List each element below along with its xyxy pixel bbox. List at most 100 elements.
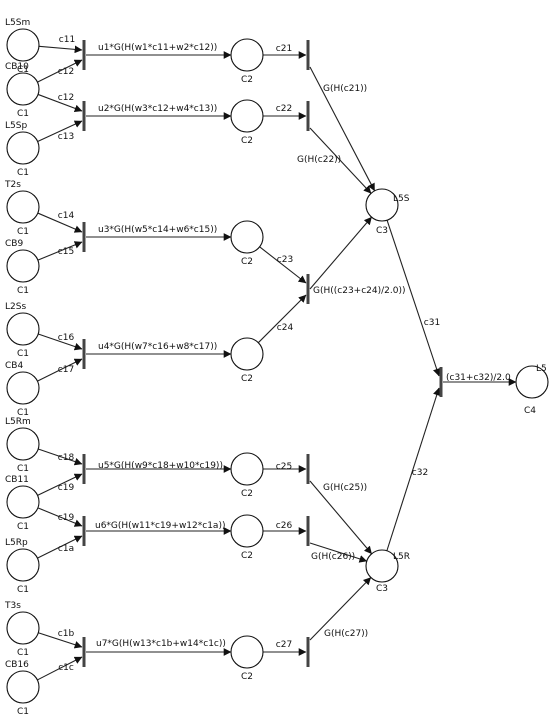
place-class-label: C1 — [17, 227, 29, 237]
place-name-label: L5Sm — [5, 18, 30, 28]
place-class-label: C1 — [17, 286, 29, 296]
place-l5sp — [6, 131, 40, 165]
place-class-label: C1 — [17, 464, 29, 474]
transition-label-t1: u1*G(H(w1*c11+w2*c12)) — [98, 43, 217, 53]
place-t2s — [6, 190, 40, 224]
place-cb11 — [6, 485, 40, 519]
transition-label-t6: u6*G(H(w11*c19+w12*c1a)) — [95, 521, 225, 531]
arc-label: c1b — [58, 629, 75, 639]
place-name-label: CB9 — [5, 239, 23, 249]
arc-label: c32 — [412, 468, 428, 478]
place-class-label: C3 — [376, 226, 388, 236]
arc-c18 — [38, 448, 83, 466]
arc-label: c11 — [59, 35, 75, 45]
arc-c1b — [38, 632, 83, 649]
transition-label-t5: u5*G(H(w9*c18+w10*c19)) — [98, 461, 223, 471]
place-m7 — [230, 635, 264, 669]
place-m4 — [230, 337, 264, 371]
arc-c24 — [257, 294, 307, 344]
places-layer — [6, 28, 549, 704]
place-name-label: L2Ss — [5, 302, 26, 312]
arc-s7-to-l5r — [309, 577, 372, 641]
arc-c12a — [37, 59, 83, 83]
arc-label: c19 — [58, 483, 75, 493]
transition-label-s2: G(H(c22)) — [297, 155, 341, 165]
place-class-label: C1 — [17, 648, 29, 658]
place-name-label: CB16 — [5, 660, 29, 670]
place-cb16 — [6, 670, 40, 704]
transitions-layer — [82, 40, 443, 667]
place-name-label: L5R — [393, 552, 410, 562]
place-class-label: C2 — [241, 257, 253, 267]
place-class-label: C2 — [241, 551, 253, 561]
place-l5s — [365, 188, 399, 222]
arc-label: c23 — [277, 255, 293, 265]
arc-label: c15 — [58, 247, 74, 257]
place-name-label: L5Rp — [5, 538, 28, 548]
arc-c12b — [37, 93, 83, 113]
place-class-label: C1 — [17, 65, 29, 75]
arc-c15 — [37, 241, 83, 261]
transition-label-t2: u2*G(H(w3*c12+w4*c13)) — [98, 104, 217, 114]
place-name-label: L5 — [536, 364, 547, 374]
arc-s2-to-l5s — [309, 127, 372, 194]
arc-label: c1a — [58, 544, 74, 554]
arc-c19b — [37, 507, 83, 527]
place-class-label: C1 — [17, 349, 29, 359]
place-class-label: C2 — [241, 75, 253, 85]
arc-s1-to-l5s — [309, 66, 376, 192]
arc-label: c12 — [58, 93, 74, 103]
arc-c13 — [37, 120, 83, 143]
transition-label-t4: u4*G(H(w7*c16+w8*c17)) — [98, 342, 217, 352]
place-name-label: L5Sp — [5, 121, 27, 131]
arc-label: c18 — [58, 453, 75, 463]
arc-label: c25 — [276, 462, 292, 472]
transition-label-s5: G(H(c25)) — [323, 483, 367, 493]
place-cb9 — [6, 249, 40, 283]
arc-s5-to-l5r — [309, 480, 373, 555]
arc-c11 — [38, 45, 83, 54]
place-l5rp — [6, 548, 40, 582]
place-m1 — [230, 38, 264, 72]
arcs-layer — [37, 45, 517, 681]
arc-c1a — [37, 535, 83, 559]
arc-label: c24 — [277, 323, 294, 333]
arc-label: c22 — [276, 104, 292, 114]
arc-c14 — [37, 212, 83, 233]
transition-label-s3: G(H((c23+c24)/2.0)) — [313, 286, 406, 296]
place-class-label: C2 — [241, 672, 253, 682]
arc-label: c17 — [58, 365, 74, 375]
transition-label-s7: G(H(c27)) — [324, 629, 368, 639]
arc-c16 — [38, 333, 83, 351]
place-t3s — [6, 611, 40, 645]
arc-s3-to-l5s — [309, 216, 373, 290]
place-name-label: CB10 — [5, 62, 29, 72]
labels-layer: c11c12c12c13c14c15c16c17c18c19c19c1ac1bc… — [4, 18, 547, 714]
place-name-label: T3s — [4, 601, 21, 611]
place-m5 — [230, 452, 264, 486]
arc-label: c27 — [276, 640, 292, 650]
arc-label: c31 — [424, 318, 440, 328]
place-name-label: CB4 — [5, 361, 23, 371]
place-l5 — [515, 365, 549, 399]
place-class-label: C4 — [524, 406, 536, 416]
place-m3 — [230, 220, 264, 254]
arc-label: c16 — [58, 333, 75, 343]
transition-label-s1: G(H(c21)) — [323, 84, 367, 94]
arc-s6-to-l5r — [309, 542, 368, 563]
place-name-label: T2s — [4, 180, 21, 190]
place-m6 — [230, 514, 264, 548]
arc-c17 — [37, 358, 83, 382]
place-name-label: L5S — [393, 194, 410, 204]
place-m2 — [230, 99, 264, 133]
arc-c19a — [37, 473, 83, 496]
place-name-label: CB11 — [5, 475, 29, 485]
arc-label: c26 — [276, 521, 293, 531]
arc-c23 — [259, 246, 307, 284]
place-cb10 — [6, 72, 40, 106]
place-class-label: C1 — [17, 707, 29, 714]
place-l5rm — [6, 427, 40, 461]
place-class-label: C1 — [17, 109, 29, 119]
place-class-label: C1 — [17, 522, 29, 532]
